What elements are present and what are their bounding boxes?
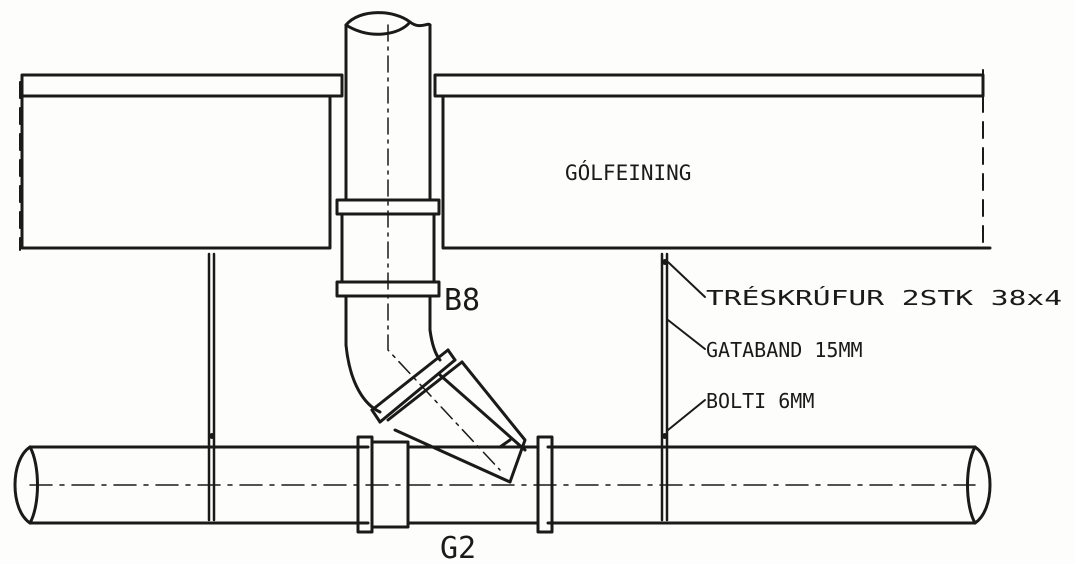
strap-right <box>660 252 669 522</box>
leader-lines <box>667 261 706 431</box>
strap-left <box>207 252 216 522</box>
tee-fitting-g2 <box>356 435 554 534</box>
floor-insulation-box <box>19 69 992 251</box>
label-bolt: BOLTI 6MM <box>706 389 814 413</box>
elbow-fitting-b8 <box>344 24 527 484</box>
floor-slab <box>20 73 985 98</box>
label-floor-insulation: GÓLFEINING <box>565 160 691 185</box>
label-fitting-g2: G2 <box>440 531 476 564</box>
label-fitting-b8: B8 <box>444 283 480 318</box>
label-strap: GATABAND 15MM <box>706 338 863 362</box>
label-screws: TRÉSKRÚFUR 2STK 38x4 <box>706 286 1062 310</box>
main-pipe <box>13 445 992 525</box>
